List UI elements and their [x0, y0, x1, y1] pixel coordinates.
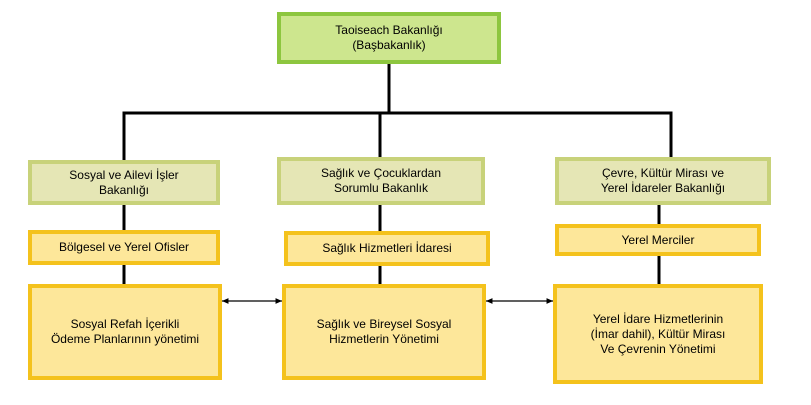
office-local-authorities: Yerel Merciler [555, 224, 761, 256]
ministry-social-family: Sosyal ve Ailevi İşler Bakanlığı [28, 160, 220, 205]
office-2-label: Sağlık Hizmetleri İdaresi [322, 241, 452, 255]
function-3-line-3: Ve Çevrenin Yönetimi [600, 341, 716, 356]
ministry-2-line-2: Sorumlu Bakanlık [333, 181, 429, 195]
ministry-3-line-2: Yerel İdareler Bakanlığı [600, 181, 726, 195]
root-line-1: Taoiseach Bakanlığı [335, 23, 443, 37]
ministry-3-line-1: Çevre, Kültür Mirası ve [601, 166, 725, 180]
ministry-1-line-1: Sosyal ve Ailevi İşler [69, 167, 179, 182]
office-3-label: Yerel Merciler [621, 232, 695, 247]
function-2-line-2: Hizmetlerin Yönetimi [329, 332, 439, 346]
ministry-1-line-2: Bakanlığı [98, 182, 150, 197]
office-regional-local: Bölgesel ve Yerel Ofisler [28, 230, 220, 265]
root-node-taoiseach: Taoiseach Bakanlığı (Başbakanlık) [277, 12, 501, 64]
function-3-line-2: (İmar dahil), Kültür Mirası [590, 326, 726, 341]
branch-bar-line [122, 111, 673, 160]
ministry-2-line-1: Sağlık ve Çocuklardan [320, 166, 442, 180]
function-local-government: Yerel İdare Hizmetlerinin (İmar dahil), … [553, 284, 763, 384]
root-line-2: (Başbakanlık) [352, 38, 426, 52]
office-health-services: Sağlık Hizmetleri İdaresi [284, 231, 490, 266]
ministry-environment-heritage: Çevre, Kültür Mirası ve Yerel İdareler B… [555, 157, 771, 205]
function-health-social: Sağlık ve Bireysel Sosyal Hizmetlerin Yö… [282, 284, 486, 380]
office-1-label: Bölgesel ve Yerel Ofisler [58, 240, 190, 254]
ministry-health-children: Sağlık ve Çocuklardan Sorumlu Bakanlık [277, 157, 485, 205]
function-3-line-1: Yerel İdare Hizmetlerinin [592, 311, 724, 326]
function-1-line-2: Ödeme Planlarının yönetimi [50, 332, 200, 346]
function-social-welfare: Sosyal Refah İçerikli Ödeme Planlarının … [28, 284, 222, 380]
function-1-line-1: Sosyal Refah İçerikli [70, 317, 180, 331]
function-2-line-1: Sağlık ve Bireysel Sosyal [316, 317, 452, 331]
